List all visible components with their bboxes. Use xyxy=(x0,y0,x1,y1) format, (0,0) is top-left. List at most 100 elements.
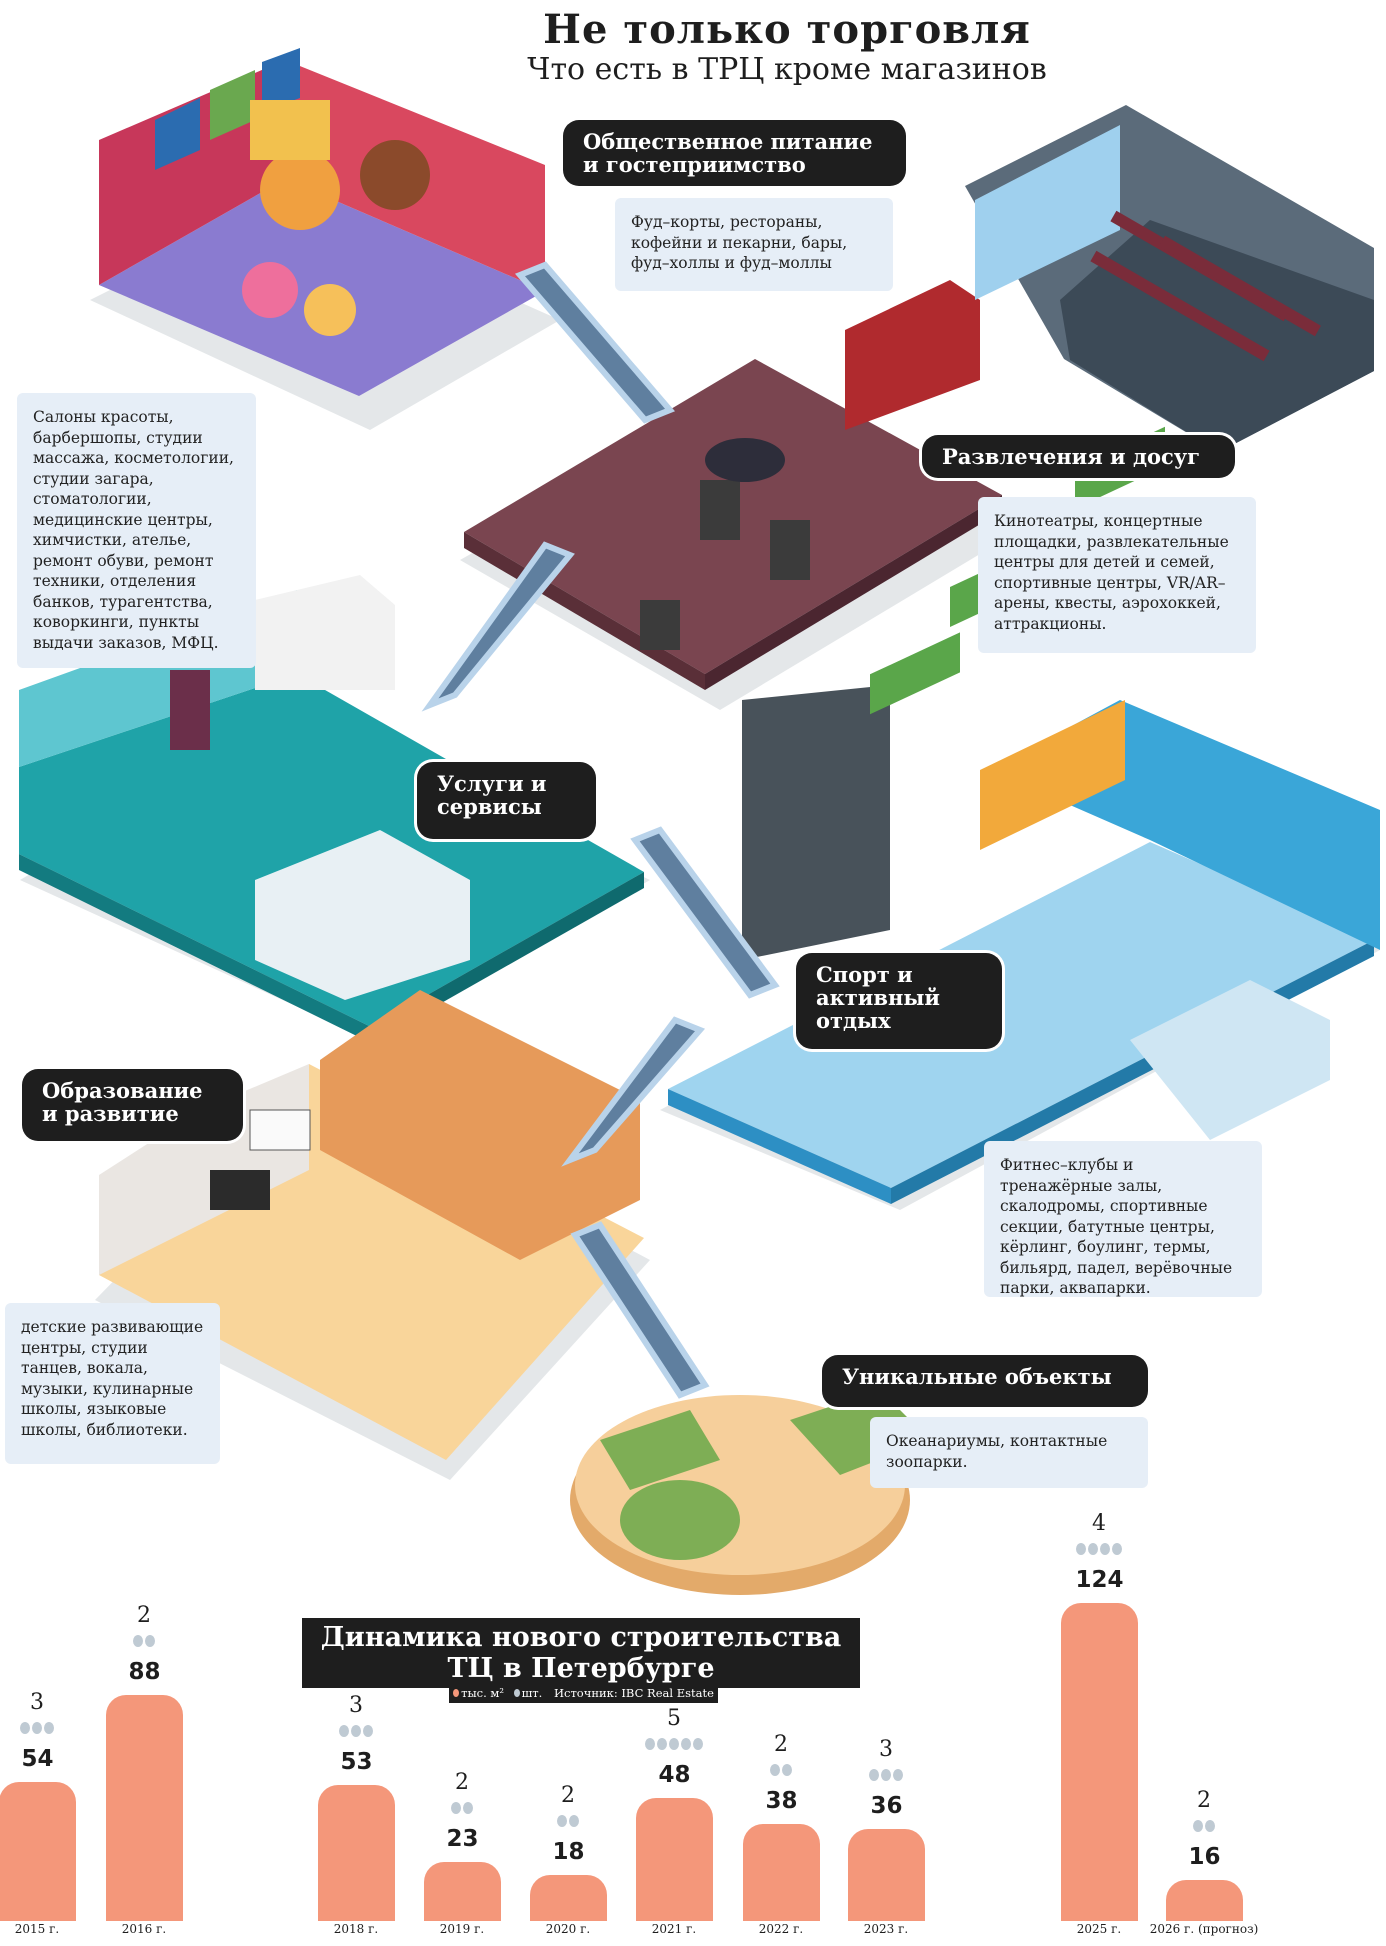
count-dots xyxy=(624,1737,724,1750)
bar xyxy=(318,1785,395,1921)
count-dot xyxy=(145,1635,155,1648)
count-label: 5 xyxy=(667,1705,681,1731)
count-label: 2 xyxy=(774,1731,788,1757)
bar xyxy=(1061,1602,1138,1921)
count-dots xyxy=(1049,1542,1149,1555)
section-label-food: Общественное питание и гостеприимство xyxy=(563,120,906,186)
count-dot xyxy=(569,1814,579,1827)
page-subtitle: Что есть в ТРЦ кроме магазинов xyxy=(527,52,1047,87)
petting-zoo-illustration xyxy=(570,1390,930,1595)
year-label: 2022 г. xyxy=(758,1922,804,1936)
count-dots xyxy=(412,1802,512,1814)
section-label-unique: Уникальные объекты xyxy=(822,1355,1148,1407)
count-dots xyxy=(94,1635,194,1648)
count-dot xyxy=(1193,1819,1203,1832)
bar xyxy=(106,1695,183,1921)
services-floor-illustration xyxy=(19,575,644,1043)
page-title: Не только торговля xyxy=(543,6,1031,53)
count-dots xyxy=(731,1763,831,1776)
bar-value-label: 48 xyxy=(658,1761,691,1788)
count-dot xyxy=(881,1768,891,1781)
cinema-illustration xyxy=(965,105,1374,452)
bar-value-label: 54 xyxy=(21,1746,54,1773)
bar-value-label: 18 xyxy=(552,1838,585,1865)
year-label: 2023 г. xyxy=(863,1922,909,1936)
bar-value-label: 36 xyxy=(870,1792,903,1819)
year-label: 2018 г. xyxy=(333,1922,379,1936)
legend-count: шт. xyxy=(521,1686,543,1700)
bar-value-label: 16 xyxy=(1188,1843,1221,1870)
count-dot xyxy=(32,1722,42,1735)
year-label: 2019 г. xyxy=(439,1922,485,1936)
bar xyxy=(636,1797,713,1921)
section-label-sport: Спорт и активный отдых xyxy=(796,953,1002,1049)
bar-value-label: 124 xyxy=(1075,1566,1124,1593)
count-dot xyxy=(451,1802,461,1814)
count-dot xyxy=(1076,1542,1086,1555)
count-dot xyxy=(1205,1819,1215,1832)
count-label: 3 xyxy=(879,1736,893,1762)
count-dots xyxy=(306,1725,406,1738)
bar xyxy=(743,1823,820,1921)
section-desc-education: детские развивающие центры, студии танце… xyxy=(5,1303,220,1464)
year-label: 2026 г. (прогноз) xyxy=(1149,1922,1259,1936)
count-dot xyxy=(20,1722,30,1735)
food-court-illustration xyxy=(99,48,545,396)
count-dot xyxy=(557,1814,567,1827)
bar xyxy=(1166,1879,1243,1921)
count-dot xyxy=(133,1635,143,1648)
chart-legend: тыс. м² шт. Источник: IBC Real Estate xyxy=(449,1683,718,1703)
section-desc-food: Фуд–корты, рестораны, кофейни и пекарни,… xyxy=(615,198,893,291)
count-label: 2 xyxy=(137,1603,151,1629)
count-label: 4 xyxy=(1092,1510,1106,1536)
count-dot xyxy=(1100,1542,1110,1555)
count-dot xyxy=(669,1737,679,1750)
year-label: 2020 г. xyxy=(545,1922,591,1936)
bar xyxy=(0,1782,76,1921)
year-label: 2025 г. xyxy=(1076,1922,1122,1936)
bar-value-label: 53 xyxy=(340,1749,373,1776)
count-dot xyxy=(869,1768,879,1781)
year-label: 2016 г. xyxy=(121,1922,167,1936)
count-dots xyxy=(518,1814,618,1827)
legend-area-swatch xyxy=(453,1689,460,1697)
count-dot xyxy=(893,1768,903,1781)
count-label: 2 xyxy=(1197,1787,1211,1813)
bar-value-label: 88 xyxy=(128,1659,161,1686)
bar-value-label: 38 xyxy=(765,1787,798,1814)
count-dot xyxy=(1088,1542,1098,1555)
count-dot xyxy=(351,1725,361,1738)
bar xyxy=(848,1828,925,1921)
section-desc-sport: Фитнес–клубы и тренажёрные залы, скалодр… xyxy=(984,1141,1262,1297)
count-dots xyxy=(0,1722,87,1735)
count-dot xyxy=(339,1725,349,1738)
count-label: 3 xyxy=(349,1693,363,1719)
sport-floor-illustration xyxy=(668,426,1380,1204)
count-dot xyxy=(681,1737,691,1750)
chart-source: Источник: IBC Real Estate xyxy=(553,1686,714,1700)
legend-count-swatch xyxy=(513,1689,520,1697)
count-dot xyxy=(782,1763,792,1776)
chart-title: Динамика нового строительства ТЦ в Петер… xyxy=(302,1618,860,1688)
count-dot xyxy=(1112,1542,1122,1555)
bar-value-label: 23 xyxy=(446,1826,479,1852)
bar xyxy=(424,1862,501,1921)
count-dot xyxy=(44,1722,54,1735)
section-label-services: Услуги и сервисы xyxy=(417,762,596,839)
count-dot xyxy=(770,1763,780,1776)
section-label-entertainment: Развлечения и досуг xyxy=(922,435,1235,478)
count-dots xyxy=(1154,1819,1254,1832)
count-dot xyxy=(693,1737,703,1750)
count-dot xyxy=(645,1737,655,1750)
legend-area: тыс. м² xyxy=(461,1686,504,1700)
count-label: 2 xyxy=(561,1782,575,1808)
education-floor-illustration xyxy=(99,990,644,1460)
count-dot xyxy=(463,1802,473,1814)
year-label: 2021 г. xyxy=(651,1922,697,1936)
section-desc-entertainment: Кинотеатры, концертные площадки, развлек… xyxy=(978,497,1256,653)
count-dots xyxy=(836,1768,936,1781)
section-desc-services: Салоны красоты, барбершопы, студии масса… xyxy=(17,393,256,668)
entertainment-floor-illustration xyxy=(464,280,1002,690)
